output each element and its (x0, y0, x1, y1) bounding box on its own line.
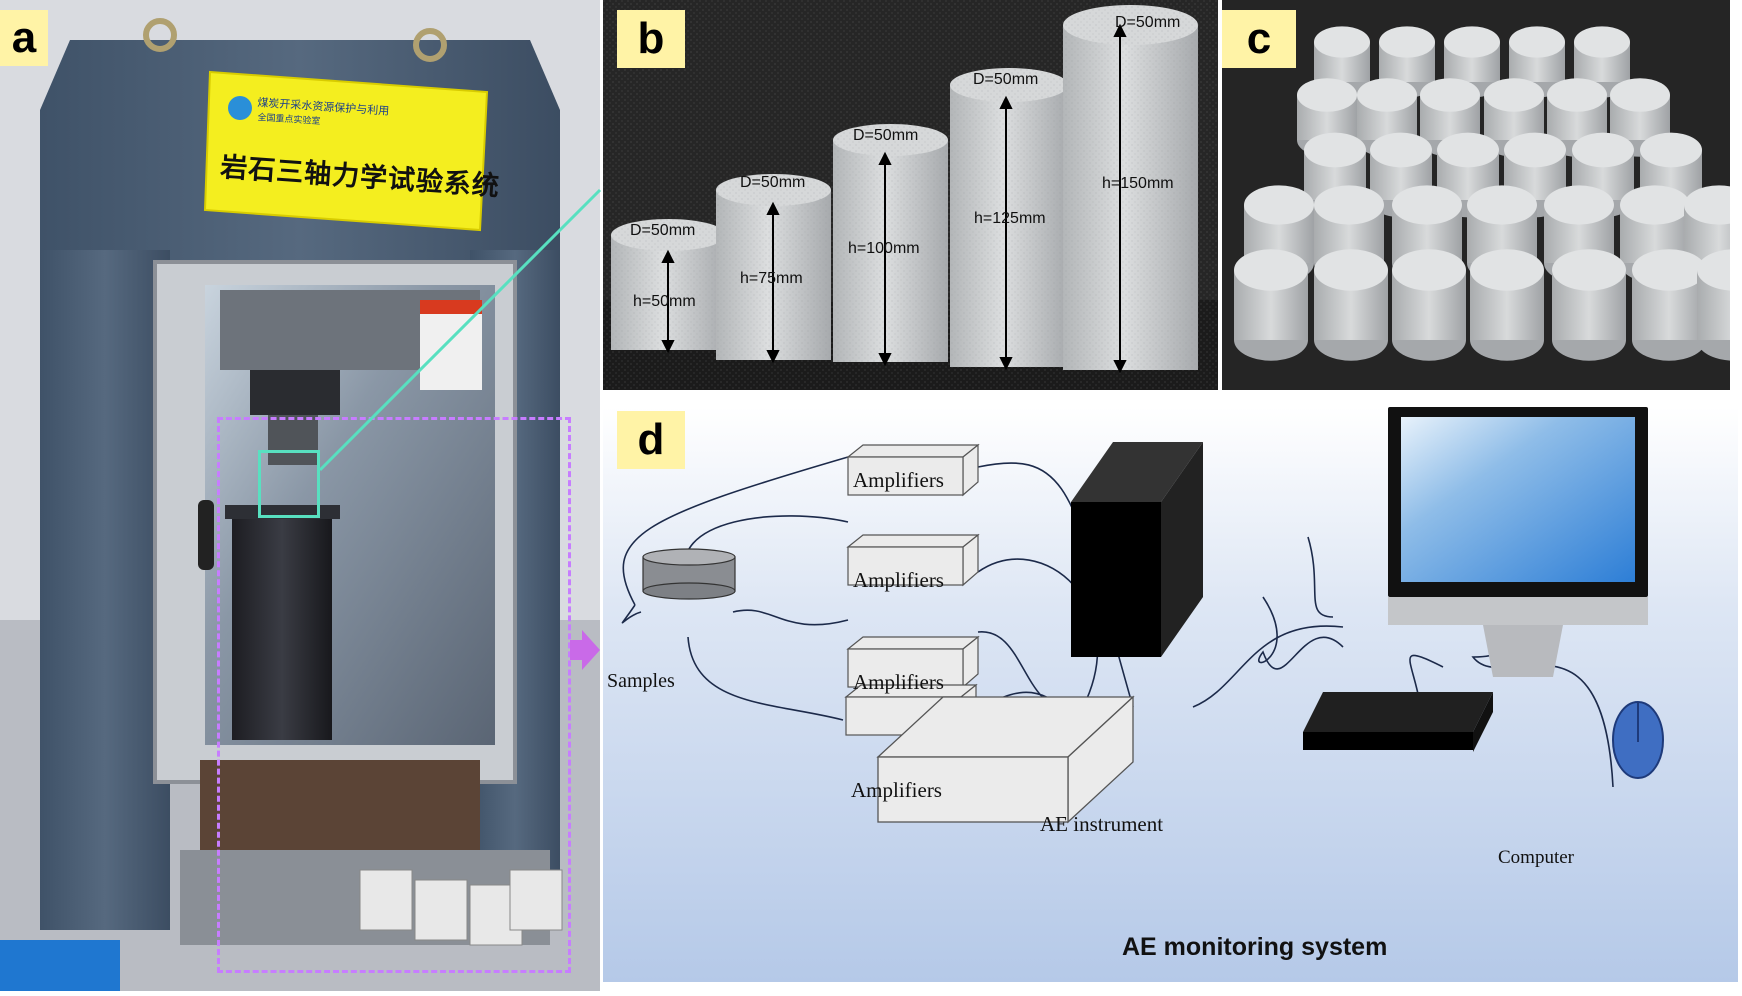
panel-label-b: b (617, 10, 685, 68)
samples-label: Samples (607, 670, 675, 692)
short-specimen (1314, 249, 1388, 361)
samples-cylinder (642, 548, 736, 600)
specimen-5-height: h=150mm (1102, 175, 1174, 192)
specimen-4-height: h=125mm (974, 210, 1046, 227)
ae-system-diagram (621, 407, 1664, 824)
short-specimen (1697, 249, 1730, 361)
short-specimen (1392, 249, 1466, 361)
computer-label: Computer (1498, 847, 1574, 868)
short-specimen (1379, 26, 1435, 98)
panel-label-a: a (0, 10, 48, 66)
short-specimen (1574, 26, 1630, 98)
short-specimen (1234, 249, 1308, 361)
specimen-5-diameter: D=50mm (1115, 14, 1181, 31)
computer-tower (1071, 442, 1203, 657)
panel-label-c: c (1222, 10, 1296, 68)
short-specimen (1470, 249, 1544, 361)
amplifier-label-1: Amplifiers (853, 468, 944, 492)
keyboard (1303, 692, 1493, 752)
specimen-4-diameter: D=50mm (973, 71, 1039, 88)
specimen-3-diameter: D=50mm (853, 127, 919, 144)
specimen-1-diameter: D=50mm (630, 222, 696, 239)
ae-instrument-box (876, 695, 1135, 824)
specimen-zoom-box (258, 450, 320, 518)
short-specimen (1632, 249, 1706, 361)
specimen-1-height: h=50mm (633, 293, 696, 310)
amplifier-boxes (844, 443, 980, 737)
monitor (1388, 407, 1648, 677)
mouse (1612, 701, 1664, 779)
arrow-to-panel-d (570, 630, 600, 670)
triaxial-machine-illustration (0, 0, 600, 991)
diagram-caption: AE monitoring system (1122, 933, 1388, 961)
specimen-cylinders (603, 0, 1218, 390)
panel-label-d: d (617, 411, 685, 469)
test-area-highlight (217, 417, 571, 973)
panel-c-photo (1222, 0, 1730, 390)
panel-a-photo (0, 0, 600, 991)
panel-d (603, 407, 1738, 982)
amplifier-label-2: Amplifiers (853, 568, 944, 592)
short-specimen (1552, 249, 1626, 361)
specimen-3-height: h=100mm (848, 240, 920, 257)
amplifier-label-4: Amplifiers (851, 778, 942, 802)
amplifier-label-3: Amplifiers (853, 670, 944, 694)
ae-instrument-label: AE instrument (1040, 812, 1164, 836)
specimen-pile (1234, 26, 1730, 361)
specimen-2-diameter: D=50mm (740, 174, 806, 191)
specimen-2-height: h=75mm (740, 270, 803, 287)
panel-b-photo (603, 0, 1218, 390)
